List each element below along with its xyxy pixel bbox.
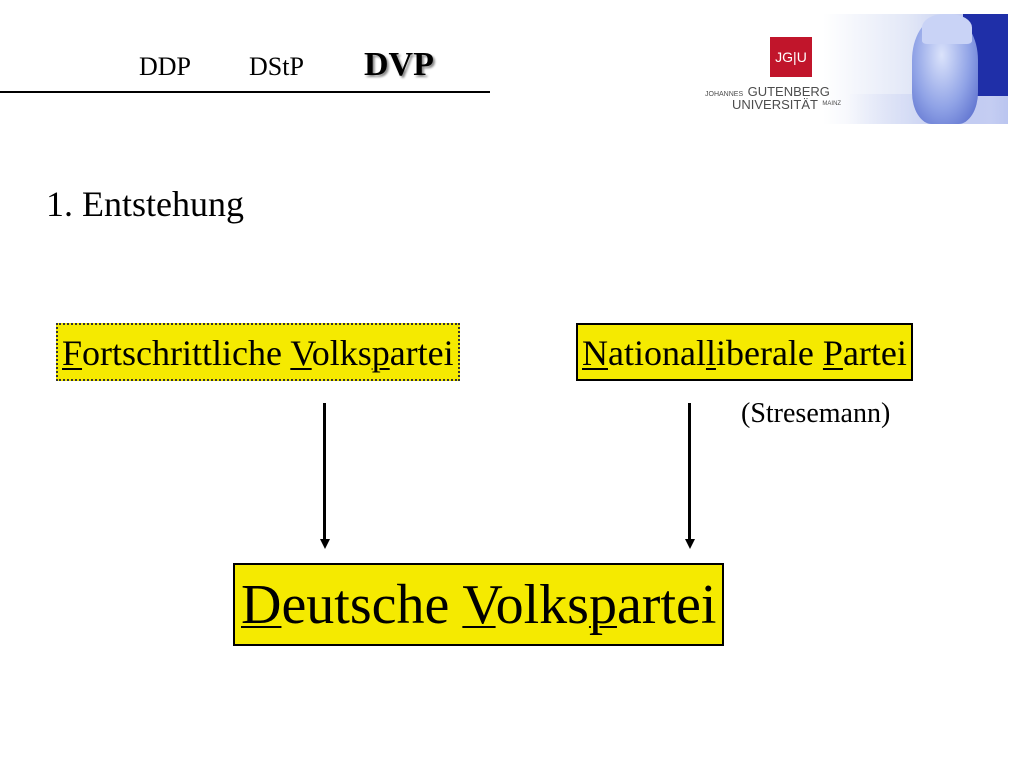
logo-line-1: JOHANNES GUTENBERG bbox=[705, 83, 830, 101]
logo-johannes: JOHANNES bbox=[705, 91, 744, 98]
nav-item-dstp[interactable]: DStP bbox=[249, 52, 304, 81]
underlined-initial: l bbox=[705, 333, 716, 373]
arrow-right-line bbox=[688, 403, 691, 539]
arrow-down-icon bbox=[320, 539, 330, 549]
label-text: artei bbox=[842, 333, 907, 373]
underlined-initial: F bbox=[62, 333, 83, 373]
section-heading: 1. Entstehung bbox=[46, 184, 244, 224]
annotation-stresemann: (Stresemann) bbox=[741, 398, 891, 429]
underlined-initial: p bbox=[371, 333, 390, 373]
header-divider bbox=[0, 91, 490, 93]
underlined-initial: N bbox=[582, 333, 608, 373]
logo-universitaet: UNIVERSITÄT bbox=[732, 97, 818, 112]
arrow-left bbox=[320, 403, 330, 549]
logo-line-2: UNIVERSITÄT MAINZ bbox=[732, 96, 841, 114]
underlined-initial: p bbox=[588, 574, 617, 636]
box-fortschrittliche-volkspartei: Fortschrittliche Volkspartei bbox=[56, 323, 460, 381]
logo-gutenberg: GUTENBERG bbox=[747, 84, 830, 99]
portrait-cap bbox=[922, 14, 972, 44]
arrow-left-line bbox=[323, 403, 326, 539]
logo-mainz: MAINZ bbox=[822, 101, 842, 107]
underlined-initial: D bbox=[241, 574, 282, 636]
box-nationalliberale-partei: Nationalliberale Partei bbox=[576, 323, 913, 381]
label-text: olks bbox=[495, 574, 589, 636]
label-text: ational bbox=[608, 333, 706, 373]
label-text: olks bbox=[311, 333, 372, 373]
label-text: ortschrittliche bbox=[82, 333, 291, 373]
arrow-down-icon bbox=[685, 539, 695, 549]
underlined-initial: P bbox=[822, 333, 843, 373]
underlined-initial: V bbox=[462, 574, 496, 636]
arrow-right bbox=[685, 403, 695, 549]
jgu-mark: JG|U bbox=[770, 37, 812, 77]
nav-item-dvp[interactable]: DVP bbox=[364, 46, 434, 83]
nav-item-ddp[interactable]: DDP bbox=[139, 52, 192, 81]
box-deutsche-volkspartei: Deutsche Volkspartei bbox=[233, 563, 725, 646]
underlined-initial: V bbox=[290, 333, 312, 373]
label-text: artei bbox=[616, 574, 717, 636]
university-logo: JG|U JOHANNES GUTENBERG UNIVERSITÄT MAIN… bbox=[672, 14, 1008, 124]
label-text: iberale bbox=[715, 333, 823, 373]
label-text: artei bbox=[389, 333, 454, 373]
label-text: eutsche bbox=[281, 574, 463, 636]
